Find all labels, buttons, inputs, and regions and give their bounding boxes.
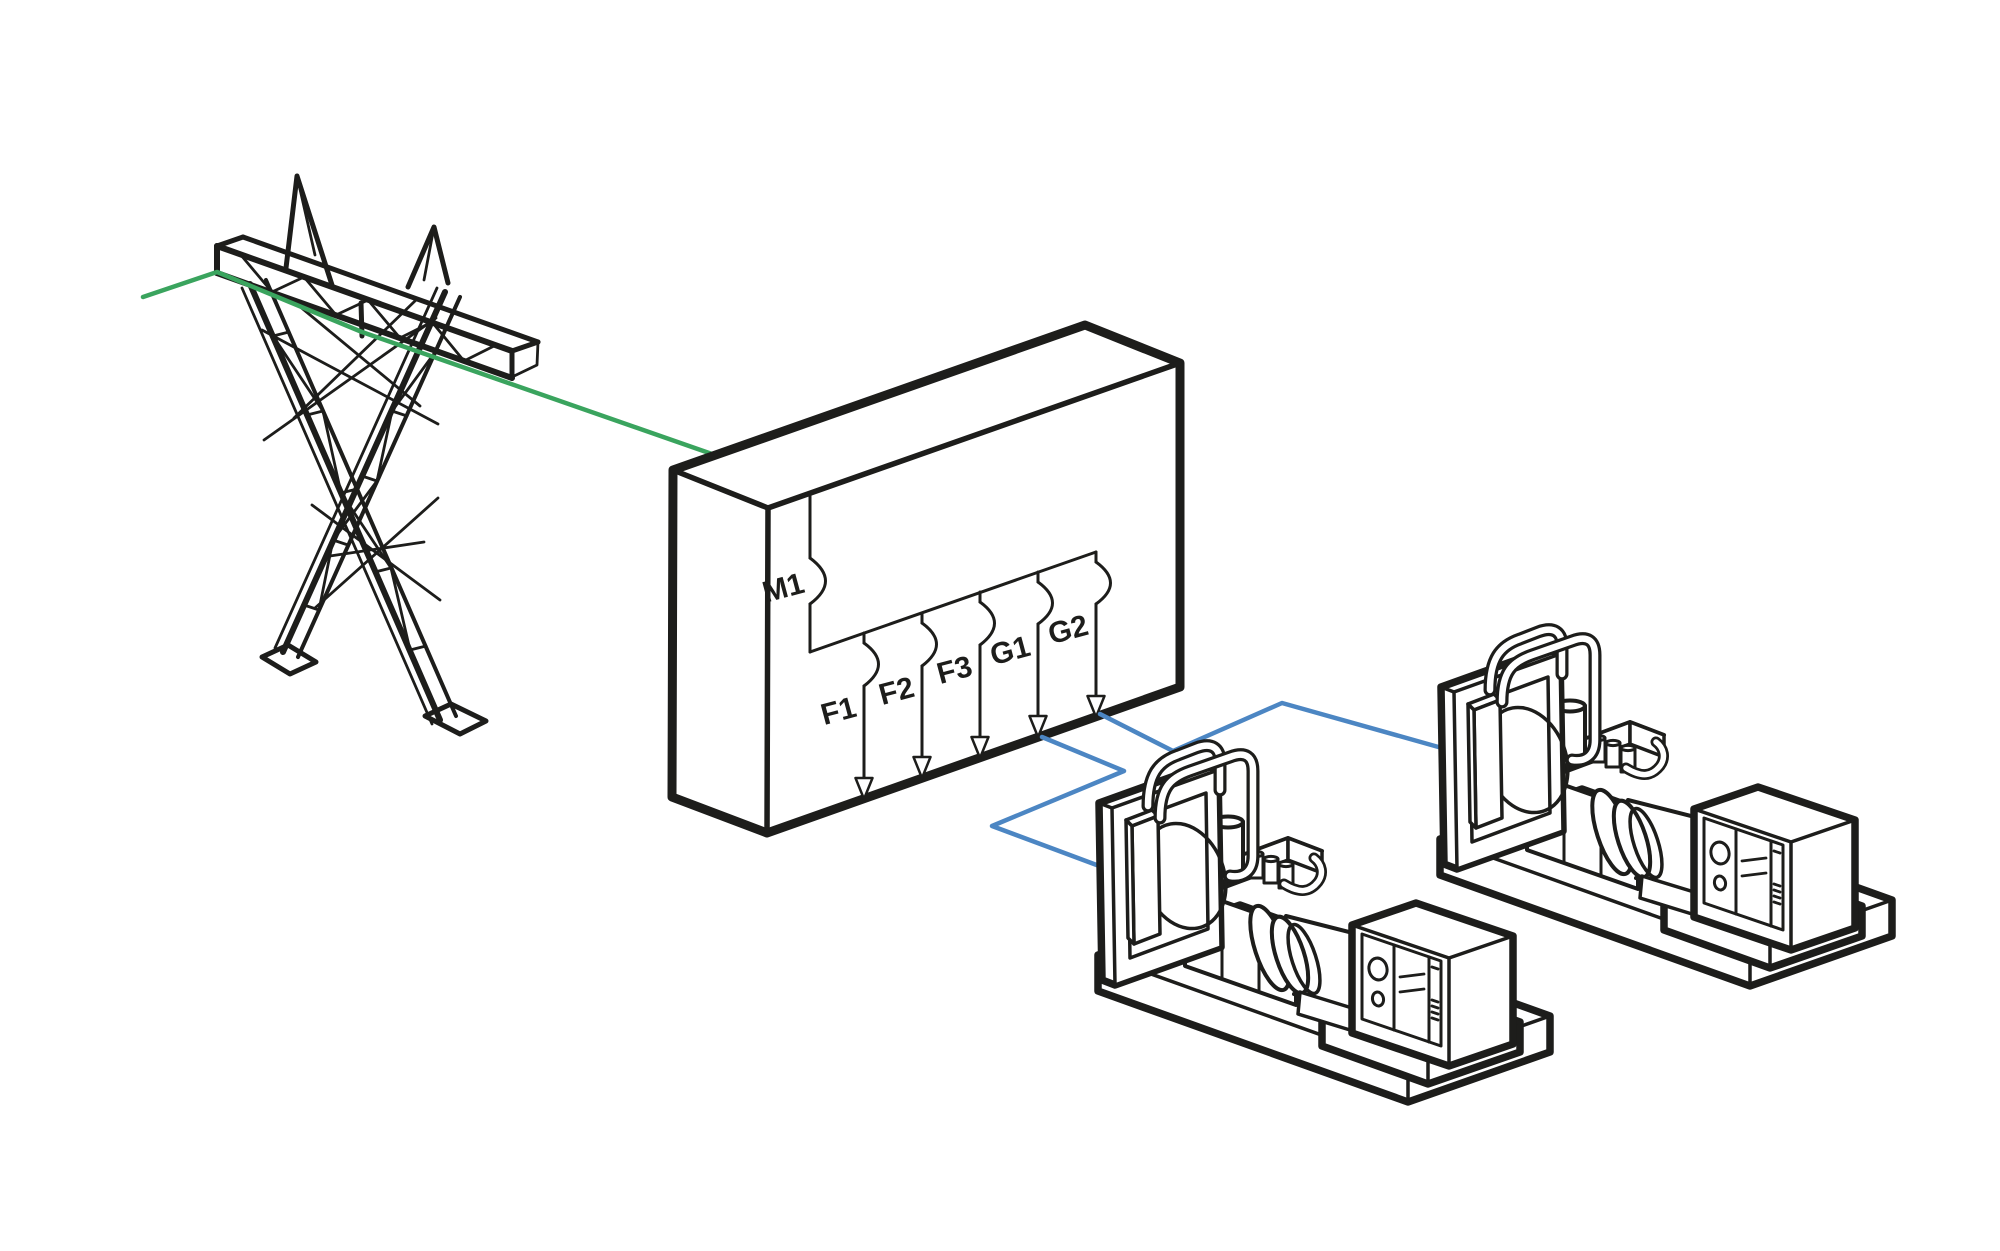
- feeder-circuit: [854, 631, 880, 801]
- feeder-arrow-icon: [854, 776, 874, 801]
- tower-legs: [240, 278, 489, 737]
- generator-cables: [989, 700, 1445, 870]
- feeder-arrow-icon: [1086, 694, 1106, 719]
- feeder-arrow-icon: [1028, 714, 1048, 739]
- main-switchboard-icon: M1 F1 F2 F3 G1 G2: [667, 320, 1185, 838]
- breaker-arc: [978, 600, 996, 647]
- tower-crossarm: [214, 234, 541, 381]
- utility-power-line: [140, 269, 715, 457]
- incomer-circuit: [808, 491, 827, 654]
- breaker-arc: [920, 621, 938, 668]
- transmission-tower-icon: [214, 173, 541, 737]
- cable-to-genset-2: [1097, 700, 1445, 754]
- feeder-circuit: [1028, 570, 1054, 739]
- cable-to-genset-1: [989, 734, 1127, 870]
- switchboard-body: [667, 320, 1185, 838]
- breaker-arc: [1036, 580, 1054, 626]
- busbar: [808, 550, 1098, 654]
- breaker-arc: [808, 556, 827, 606]
- breaker-arc: [1094, 560, 1112, 606]
- feeder-arrow-icon: [970, 735, 990, 760]
- feeder-arrow-icon: [912, 755, 932, 780]
- feeder-circuit: [912, 611, 938, 780]
- tower-peaks: [283, 173, 451, 290]
- switchboard-schematic: [808, 491, 1112, 801]
- breaker-arc: [862, 641, 880, 688]
- feeder-circuit: [1086, 550, 1112, 719]
- feeder-circuit: [970, 590, 996, 760]
